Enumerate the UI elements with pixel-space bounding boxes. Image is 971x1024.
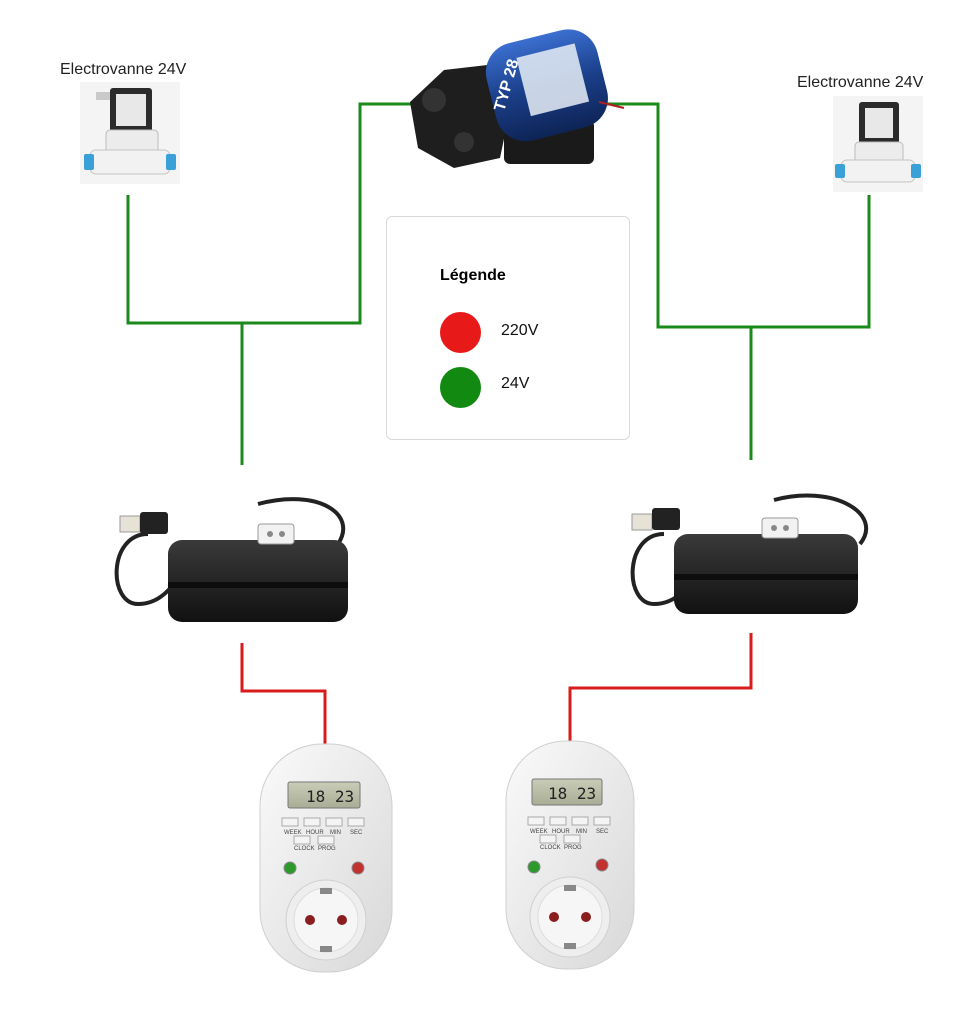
wire-220v-left <box>240 643 327 745</box>
timer-right-btn-clock: CLOCK <box>540 845 561 851</box>
solenoid-valve-right <box>833 96 923 192</box>
legend: Légende 220V 24V <box>386 216 630 440</box>
timer-right-btn-sec: SEC <box>596 829 609 835</box>
timer-right-btn-prog: PROG <box>564 845 582 851</box>
wires-220v <box>240 633 753 745</box>
timer-left-btn-week: WEEK <box>284 830 302 836</box>
valve-right-label: Electrovanne 24V <box>797 74 924 91</box>
legend-label-220v: 220V <box>501 322 539 339</box>
wires-24v <box>126 102 871 465</box>
timer-socket-right: 18 23 WEEK HOUR MIN SEC CLOCK PROG <box>505 740 635 970</box>
timer-right-buttons: WEEK HOUR MIN SEC CLOCK PROG <box>527 816 611 851</box>
legend-dot-24v <box>440 367 481 408</box>
timer-left-btn-hour: HOUR <box>306 830 324 836</box>
wire-220v-right <box>568 633 753 741</box>
wire-24v-left <box>126 102 414 325</box>
wire-24v-right <box>600 102 871 329</box>
timer-left-btn-clock: CLOCK <box>294 846 315 852</box>
power-adapter-left <box>114 497 348 622</box>
timer-left-display: 18 23 <box>306 787 354 806</box>
timer-right-display: 18 23 <box>548 784 596 803</box>
legend-title: Légende <box>440 267 506 284</box>
power-adapter-right <box>630 493 869 614</box>
timer-socket-left: 18 23 WEEK HOUR MIN SEC CLOCK PROG <box>259 743 393 973</box>
legend-label-24v: 24V <box>501 375 530 392</box>
timer-left-btn-min: MIN <box>330 830 341 836</box>
pump: TYP 28 <box>410 29 625 168</box>
timer-right-btn-hour: HOUR <box>552 829 570 835</box>
timer-left-buttons: WEEK HOUR MIN SEC CLOCK PROG <box>281 817 365 852</box>
timer-right-btn-min: MIN <box>576 829 587 835</box>
solenoid-valve-left <box>80 82 180 184</box>
timer-right-btn-week: WEEK <box>530 829 548 835</box>
legend-dot-220v <box>440 312 481 353</box>
valve-left-label: Electrovanne 24V <box>60 61 187 78</box>
timer-left-btn-prog: PROG <box>318 846 336 852</box>
timer-left-btn-sec: SEC <box>350 830 363 836</box>
